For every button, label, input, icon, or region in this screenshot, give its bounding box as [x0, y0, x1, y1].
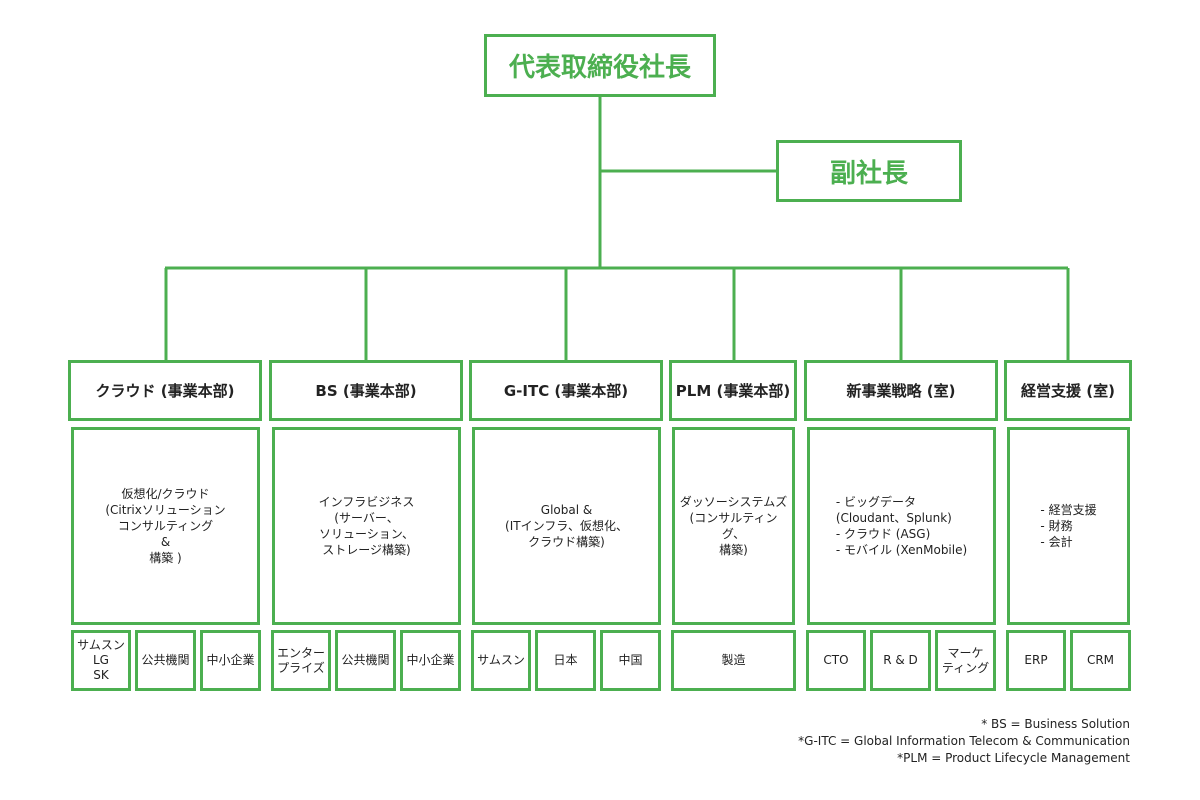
division-mgmt-unit: CRM — [1070, 630, 1131, 691]
division-mgmt-description: - 経営支援 - 財務 - 会計 — [1007, 427, 1130, 625]
division-bs-unit: エンター プライズ — [271, 630, 331, 691]
division-gitc-unit: サムスン — [471, 630, 531, 691]
footnote-plm: *PLM = Product Lifecycle Management — [897, 751, 1130, 765]
footnote-gitc: *G-ITC = Global Information Telecom & Co… — [798, 734, 1130, 748]
division-cloud-unit: 中小企業 — [200, 630, 261, 691]
division-newbiz-unit: マーケ ティング — [935, 630, 996, 691]
division-gitc-unit: 中国 — [600, 630, 661, 691]
division-bs-header: BS (事業本部) — [269, 360, 463, 421]
division-gitc-unit: 日本 — [535, 630, 596, 691]
division-plm-unit: 製造 — [671, 630, 796, 691]
division-mgmt-header: 経営支援 (室) — [1004, 360, 1132, 421]
division-cloud-unit: サムスン LG SK — [71, 630, 131, 691]
division-mgmt-unit: ERP — [1006, 630, 1066, 691]
division-newbiz-unit: CTO — [806, 630, 866, 691]
division-plm-header: PLM (事業本部) — [669, 360, 797, 421]
division-bs-description: インフラビジネス (サーバー、 ソリューション、 ストレージ構築) — [272, 427, 461, 625]
division-gitc-header: G-ITC (事業本部) — [469, 360, 663, 421]
division-bs-unit: 中小企業 — [400, 630, 461, 691]
footnotes: * BS = Business Solution *G-ITC = Global… — [798, 716, 1130, 767]
division-plm-description: ダッソーシステムズ (コンサルティング、 構築) — [672, 427, 795, 625]
division-cloud-description: 仮想化/クラウド (Citrixソリューション コンサルティング & 構築 ) — [71, 427, 260, 625]
division-newbiz-header: 新事業戦略 (室) — [804, 360, 998, 421]
vice-president-box: 副社長 — [776, 140, 962, 202]
president-box: 代表取締役社長 — [484, 34, 716, 97]
division-cloud-header: クラウド (事業本部) — [68, 360, 262, 421]
division-newbiz-description: - ビッグデータ (Cloudant、Splunk) - クラウド (ASG) … — [807, 427, 996, 625]
division-newbiz-unit: R & D — [870, 630, 931, 691]
division-bs-unit: 公共機関 — [335, 630, 396, 691]
division-cloud-unit: 公共機関 — [135, 630, 196, 691]
division-gitc-description: Global & (ITインフラ、仮想化、 クラウド構築) — [472, 427, 661, 625]
footnote-bs: * BS = Business Solution — [981, 717, 1130, 731]
